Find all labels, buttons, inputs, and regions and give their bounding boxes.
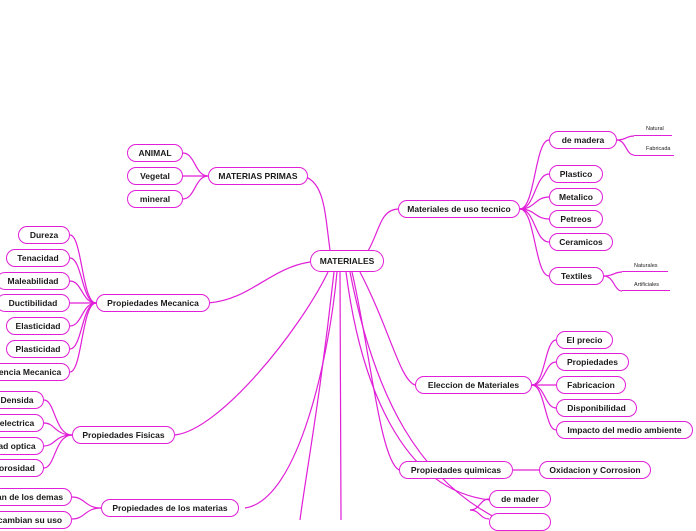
node-animal[interactable]: ANIMAL [127, 144, 183, 162]
node-ductibilidad[interactable]: Ductibilidad [0, 294, 70, 312]
leaf-fabricada-underline [634, 155, 674, 156]
branch-materiales-uso-tecnico[interactable]: Materiales de uso tecnico [398, 200, 520, 218]
branch-materias-primas[interactable]: MATERIAS PRIMAS [208, 167, 308, 185]
connector-lines [43, 135, 635, 520]
node-metalico[interactable]: Metalico [549, 188, 603, 206]
node-dureza[interactable]: Dureza [18, 226, 70, 244]
node-fabricacion[interactable]: Fabricacion [556, 376, 626, 394]
node-petreos[interactable]: Petreos [549, 210, 603, 228]
branch-propiedades-mecanica[interactable]: Propiedades Mecanica [96, 294, 210, 312]
node-plasticidad[interactable]: Plasticidad [6, 340, 70, 358]
leaf-naturales-underline [622, 271, 668, 272]
node-cambian-uso[interactable]: cambian su uso [0, 511, 72, 529]
node-textiles[interactable]: Textiles [549, 267, 604, 285]
leaf-natural: Natural [646, 126, 664, 132]
node-disponibilidad[interactable]: Disponibilidad [556, 399, 637, 417]
node-plastico[interactable]: Plastico [549, 165, 603, 183]
node-maleabilidad[interactable]: Maleabilidad [0, 272, 70, 290]
node-elasticidad[interactable]: Elasticidad [6, 317, 70, 335]
node-mineral[interactable]: mineral [127, 190, 183, 208]
leaf-naturales: Naturales [634, 263, 658, 269]
branch-propiedades-fisicas[interactable]: Propiedades Fisicas [72, 426, 175, 444]
root-node[interactable]: MATERIALES [310, 250, 384, 272]
node-partial-bottom[interactable] [489, 513, 551, 531]
node-densidad[interactable]: Densida [0, 391, 44, 409]
branch-propiedades-materias[interactable]: Propiedades de los materias [101, 499, 239, 517]
node-porosidad[interactable]: orosidad [0, 459, 44, 477]
node-el-precio[interactable]: El precio [556, 331, 613, 349]
node-impacto-medio-ambiente[interactable]: Impacto del medio ambiente [556, 421, 693, 439]
node-resistencia-mecanica[interactable]: encia Mecanica [0, 363, 70, 381]
node-electrica[interactable]: electrica [0, 414, 44, 432]
branch-propiedades-quimicas[interactable]: Propiedades quimicas [399, 461, 513, 479]
leaf-artificiales: Artificiales [634, 282, 660, 288]
node-propiedades[interactable]: Propiedades [556, 353, 629, 371]
leaf-artificiales-underline [622, 290, 670, 291]
node-ceramicos[interactable]: Ceramicos [549, 233, 613, 251]
node-de-mader[interactable]: de mader [489, 490, 551, 508]
node-optica[interactable]: ad optica [0, 437, 44, 455]
node-diferencian-demas[interactable]: an de los demas [0, 488, 72, 506]
node-de-madera[interactable]: de madera [549, 131, 617, 149]
node-vegetal[interactable]: Vegetal [127, 167, 183, 185]
node-tenacidad[interactable]: Tenacidad [6, 249, 70, 267]
branch-eleccion-materiales[interactable]: Eleccion de Materiales [415, 376, 532, 394]
leaf-natural-underline [634, 135, 672, 136]
leaf-fabricada: Fabricada [646, 146, 671, 152]
node-oxidacion-corrosion[interactable]: Oxidacion y Corrosion [539, 461, 651, 479]
